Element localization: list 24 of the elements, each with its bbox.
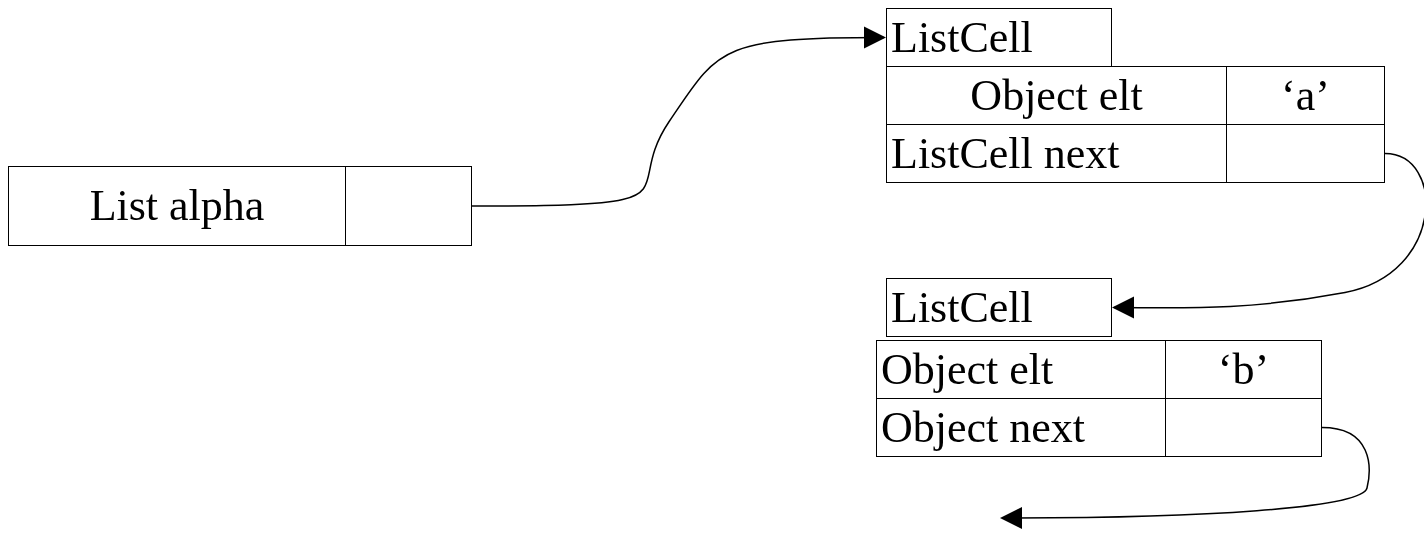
field-label: Object elt	[881, 347, 1054, 392]
field-label: ListCell	[891, 285, 1033, 330]
field-cell	[1226, 66, 1385, 125]
field-label: ‘b’	[1217, 347, 1270, 392]
field-cell	[886, 66, 1227, 125]
pointer-cell	[345, 166, 472, 246]
field-cell	[886, 124, 1227, 183]
field-cell	[876, 398, 1166, 457]
field-cell	[1165, 340, 1322, 399]
field-label: ListCell	[891, 15, 1033, 60]
pointer-cell	[1165, 398, 1322, 457]
field-cell	[886, 278, 1112, 337]
arrow	[1112, 152, 1424, 319]
arrow	[471, 26, 886, 207]
arrow	[1000, 426, 1370, 529]
field-label: ListCell next	[891, 131, 1120, 176]
field-cell	[876, 340, 1166, 399]
field-label: ‘a’	[1281, 73, 1330, 118]
field-label: Object elt	[970, 73, 1143, 118]
field-label: Object next	[881, 405, 1086, 450]
field-label: List alpha	[89, 184, 265, 228]
field-cell	[886, 8, 1112, 67]
pointer-cell	[1226, 124, 1385, 183]
field-cell	[8, 166, 346, 246]
